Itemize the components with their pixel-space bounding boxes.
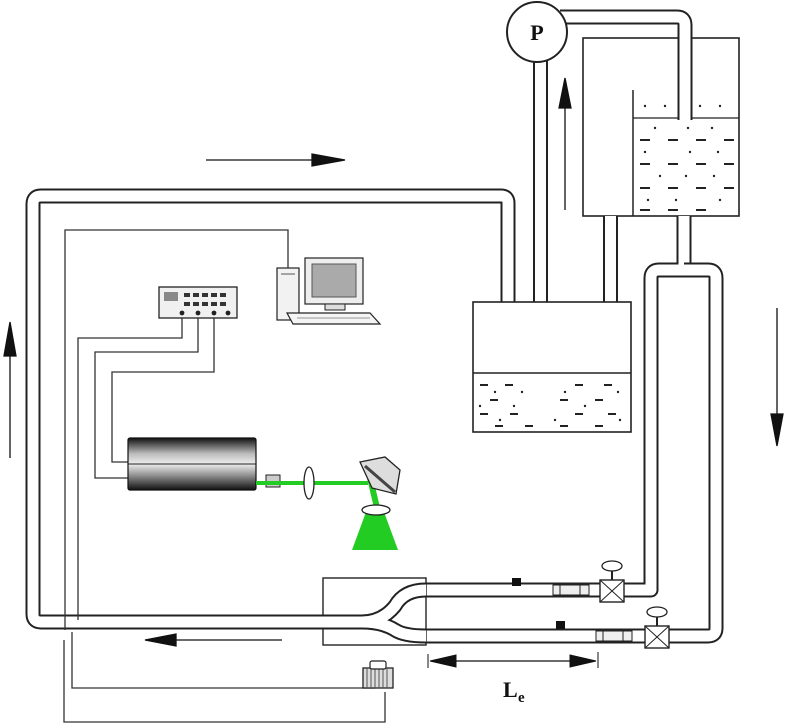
overhead-tank [582,37,740,217]
lens-icon [361,504,391,516]
computer-icon [276,257,382,325]
valve-icon [599,560,625,603]
camera-icon [362,660,394,689]
return-loop-pipe [25,188,516,630]
pump-label: P [530,20,543,45]
marker [556,621,565,629]
flow-arrow-icon [144,633,282,647]
flow-meter [595,630,633,642]
valve-icon [644,606,670,649]
mirror-icon [359,456,401,495]
function-generator-icon [158,286,238,319]
pump-icon: P [506,1,568,63]
length-label: L [503,677,518,702]
marker [512,578,521,586]
flow-meter [552,584,590,596]
supply-pipe [425,216,724,644]
laser-icon [127,437,281,491]
test-section [310,577,427,646]
light-sheet-icon [352,512,398,550]
flow-arrow-icon [3,321,17,458]
length-subscript: e [518,690,525,706]
flow-arrow-icon [206,153,346,167]
lens-icon [303,466,315,500]
length-dimension [427,652,599,668]
flow-arrow-icon [558,77,572,210]
flow-arrow-icon [770,308,784,447]
sump-tank [472,301,632,433]
pump-outlet-pipe [560,9,693,120]
tank-water [632,90,739,216]
signal-wires [63,229,386,723]
